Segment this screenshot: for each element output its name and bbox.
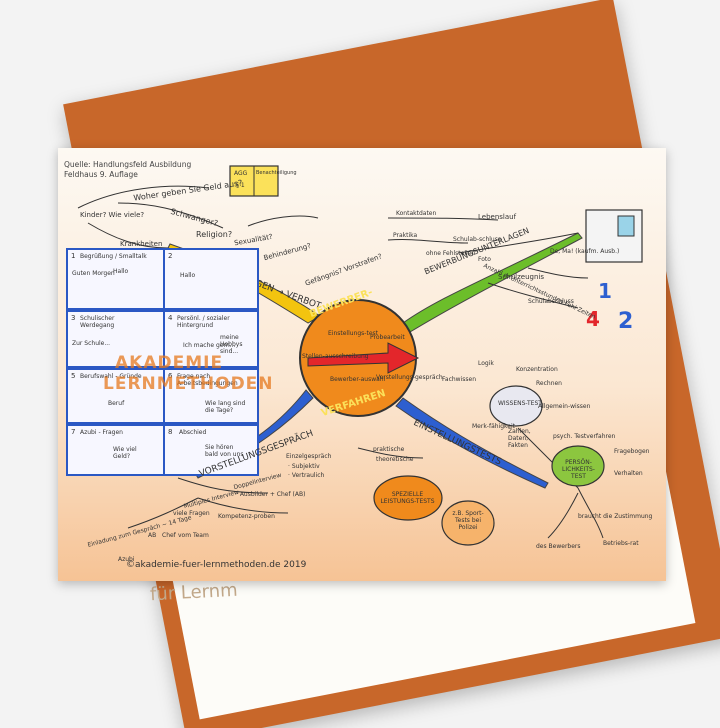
digit-4: 4: [586, 307, 600, 331]
test-concentration: Konzentration: [516, 366, 558, 373]
test-sport: z.B. Sport-Tests bei Polizei: [452, 510, 484, 531]
digit-1: 1: [598, 279, 612, 303]
iv-trainer-boss: · Ausbilder + Chef (AB): [236, 491, 306, 498]
book-paragraph: § 1: [236, 182, 245, 189]
comic-panel-3: 3 Schulischer Werdegang Zur Schule...: [66, 310, 165, 368]
test-expertise: Fachwissen: [442, 376, 476, 383]
test-data: Zahlen, Daten, Fakten: [508, 428, 531, 449]
comic-panel-8: 8 Abschied Sie hören bald von uns: [163, 424, 259, 476]
test-psych: psych. Testverfahren: [553, 433, 616, 440]
source-line-1: Quelle: Handlungsfeld Ausbildung: [64, 160, 192, 169]
doc-no-gaps: ohne Fehlstellen: [426, 250, 476, 257]
personality-test-blob: [551, 445, 605, 487]
test-questionnaire: Fragebogen: [614, 448, 650, 455]
iv-many-questions: viele Fragen: [173, 510, 210, 517]
digit-2: 2: [618, 309, 633, 334]
test-special: SPEZIELLE LEISTUNGS-TESTS: [380, 491, 435, 505]
book-agg: AGG: [234, 170, 248, 177]
q-religion: Religion?: [196, 230, 233, 239]
book-discrimination: Benachteiligung: [256, 170, 297, 176]
doc-photo: Foto: [478, 256, 491, 263]
iv-azubi: Azubi: [118, 556, 135, 563]
iv-ab: AB: [148, 532, 157, 539]
center-label-interview: Vorstellungs-gespräch: [376, 374, 443, 381]
iv-single: Einzelgespräch: [286, 453, 332, 460]
iv-subjective: · Subjektiv: [288, 463, 320, 470]
doc-school-leaving: Schulab-schluss: [453, 236, 501, 243]
test-applicant: des Bewerbers: [536, 543, 581, 550]
comic-panel-5: 5 Berufswahl - Gründe Beruf: [66, 368, 165, 424]
source-note: Quelle: Handlungsfeld Ausbildung Feldhau…: [64, 160, 191, 180]
photo-icon: [617, 215, 635, 237]
comic-panel-1: 1 Begrüßung / Smalltalk Guten Morgen Hal…: [66, 248, 165, 310]
test-behavior: Verhalten: [614, 470, 643, 477]
sketch-line-3: [127, 447, 424, 529]
doc-de-ma: De, Ma! (kaufm. Ausb.): [550, 248, 620, 255]
watermark-line-1: AKADEMIE: [115, 353, 224, 373]
comic-panel-6: 6 Frage nach Arbeitsbedingungen Wie lang…: [163, 368, 259, 424]
comic-panel-7: 7 Azubi - Fragen Wie viel Geld?: [66, 424, 165, 476]
iv-chef: Chef: [162, 532, 176, 539]
iv-team: vom Team: [178, 532, 209, 539]
test-works-council: Betriebs-rat: [603, 540, 639, 547]
test-general: Allgemein-wissen: [538, 403, 591, 410]
doc-school-degree: Schulabschluss: [528, 298, 574, 305]
comic-panel-2: 2 Hallo: [163, 248, 259, 310]
doc-report: Schulzeugnis: [498, 273, 544, 281]
center-label-ad: Stellen-ausschreibung: [302, 353, 369, 360]
test-consent: braucht die Zustimmung: [578, 513, 653, 520]
comic-panel-4: 4 Persönl. / sozialer Hintergrund Ich ma…: [163, 310, 259, 368]
copyright-text: ©akademie-fuer-lernmethoden.de 2019: [126, 560, 307, 570]
watermark-line-2: LERNMETHODEN: [103, 374, 274, 394]
test-personality: PERSÖN-LICHKEITS-TEST: [562, 459, 595, 480]
mindmap-sheet: 1 2 4 Quelle: Handlungsfeld Ausbildung F…: [58, 148, 666, 581]
iv-confidential: · Vertraulich: [288, 472, 325, 479]
test-practical: praktische: [373, 446, 405, 453]
knowledge-test-blob: [489, 385, 543, 427]
test-math: Rechnen: [536, 380, 562, 387]
center-label-test: Einstellungs-test: [328, 330, 378, 337]
test-memory: Merk-fähigkeit: [472, 423, 516, 430]
center-label-trial: Probearbeit: [370, 334, 405, 341]
iv-competence: Kompetenz-proben: [218, 513, 275, 520]
branch-top-right: [402, 232, 583, 333]
sport-test-blob: [441, 500, 495, 546]
test-theoretical: theoretische: [376, 456, 414, 463]
q-illness: Krankheiten: [120, 240, 163, 248]
test-knowledge: WISSENS-TEST: [498, 400, 542, 407]
sketch-line-1: [77, 185, 319, 249]
center-label-selection: Bewerber-auswahl: [330, 376, 386, 383]
doc-contact: Kontaktdaten: [396, 210, 437, 217]
center-arrow: [307, 342, 420, 374]
special-test-blob: [373, 475, 443, 521]
test-logic: Logik: [478, 360, 494, 367]
sketch-line-2: [387, 217, 589, 309]
q-children: Kinder? Wie viele?: [80, 211, 145, 219]
doc-cv: Lebenslauf: [478, 213, 517, 221]
source-line-2: Feldhaus 9. Auflage: [64, 170, 138, 179]
branch-bottom-right: [395, 397, 549, 489]
doc-internship: Praktika: [393, 232, 418, 239]
